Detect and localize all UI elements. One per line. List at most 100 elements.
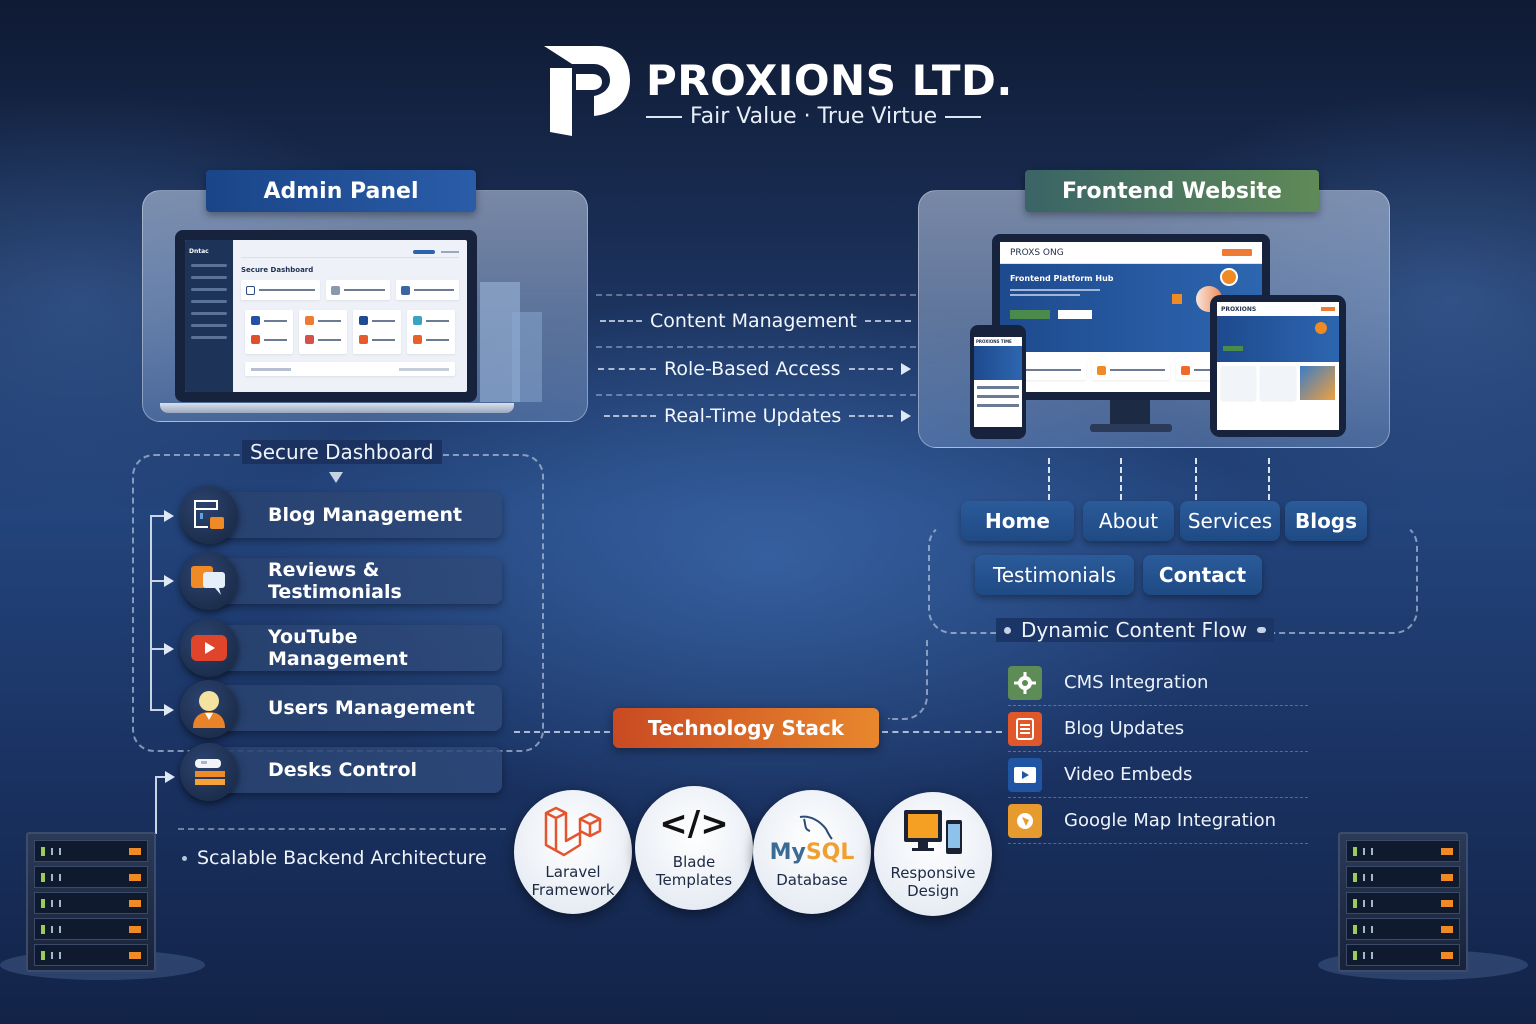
nav-services[interactable]: Services	[1180, 501, 1280, 541]
tablet-device: PROXIONS	[1210, 295, 1346, 437]
integration-label: Google Map Integration	[1064, 810, 1277, 831]
secure-dashboard-text: Secure Dashboard	[242, 440, 442, 464]
tagline: Fair Value · True Virtue	[646, 104, 982, 129]
connector-dash	[1195, 458, 1197, 500]
connector-dash	[882, 731, 1002, 733]
dynamic-content-flow-text: Dynamic Content Flow	[1021, 618, 1248, 642]
admin-mock-title: Secure Dashboard	[241, 266, 314, 274]
divider	[178, 828, 506, 830]
tagline-text: Fair Value · True Virtue	[690, 104, 938, 129]
connector-line	[150, 516, 152, 710]
tech-line1: Blade	[672, 853, 716, 871]
flow-label: Role-Based Access	[664, 358, 841, 380]
tech-blade: </> Blade Templates	[635, 786, 753, 910]
feature-reviews-testimonials[interactable]: Reviews & Testimonials	[190, 558, 502, 604]
integration-google-map: Google Map Integration	[1008, 798, 1308, 844]
admin-mock-main: Secure Dashboard	[233, 240, 467, 392]
integration-label: Video Embeds	[1064, 764, 1193, 785]
tablet-site-name: PROXIONS	[1221, 305, 1257, 313]
flow-divider	[596, 294, 916, 296]
feature-label: Desks Control	[268, 759, 418, 781]
tech-line2: Framework	[531, 881, 615, 899]
tagline-rule-left	[646, 115, 682, 118]
integration-label: Blog Updates	[1064, 718, 1185, 739]
connector-line	[155, 776, 157, 834]
connector-dash	[1120, 458, 1122, 500]
tech-mysql: MySQL Database	[753, 790, 871, 914]
phone-site-name: PROXIONS TIME	[976, 339, 1012, 344]
nav-testimonials[interactable]: Testimonials	[975, 555, 1134, 595]
chat-bubbles-icon	[180, 552, 238, 610]
admin-mock-logo: Dntac	[189, 248, 209, 255]
feature-youtube-management[interactable]: YouTube Management	[190, 625, 502, 671]
mysql-logo-sql: SQL	[805, 839, 855, 865]
mysql-dolphin-icon	[799, 815, 833, 840]
mysql-logo-my: My	[769, 839, 806, 865]
feature-label: Reviews & Testimonials	[268, 559, 402, 603]
nav-about[interactable]: About	[1083, 501, 1174, 541]
devices-icon	[904, 810, 962, 854]
arrow-right-icon	[164, 510, 174, 522]
admin-laptop-screen: Dntac Secure Dashboard	[175, 230, 477, 402]
feature-label: YouTube Management	[268, 626, 408, 670]
flow-divider	[596, 394, 916, 396]
connector-dash	[1048, 458, 1050, 500]
laravel-icon	[544, 806, 602, 857]
dynamic-content-flow-label: Dynamic Content Flow	[996, 618, 1275, 642]
flow-role-based-access: Role-Based Access	[598, 358, 911, 380]
youtube-play-icon	[180, 619, 238, 677]
blog-admin-icon	[180, 486, 238, 544]
brand-name: PROXIONS LTD.	[646, 56, 1013, 105]
tech-line1: Responsive	[890, 864, 976, 882]
bullet-icon	[182, 855, 187, 861]
phone-device: PROXIONS TIME	[970, 325, 1026, 439]
feature-label: Blog Management	[268, 504, 463, 526]
tech-line2: Design	[907, 882, 959, 900]
bullet-icon	[1257, 627, 1267, 633]
server-rack-icon-left	[26, 832, 156, 972]
flow-label: Content Management	[650, 310, 857, 332]
tech-line1: Laravel	[545, 863, 601, 881]
feature-label: Users Management	[268, 697, 475, 719]
technology-stack-title: Technology Stack	[613, 708, 879, 748]
tagline-rule-right	[945, 115, 982, 118]
code-brackets-icon: </>	[659, 804, 729, 844]
flow-real-time-updates: Real-Time Updates	[604, 405, 912, 427]
site-logo-text: PROXS ONG	[1010, 247, 1064, 258]
hero-title: Frontend Platform Hub	[1010, 274, 1114, 283]
admin-panel-title: Admin Panel	[206, 170, 476, 212]
desk-icon	[180, 743, 238, 801]
integration-blog-updates: Blog Updates	[1008, 706, 1308, 752]
bullet-icon	[1004, 626, 1011, 634]
nav-blogs[interactable]: Blogs	[1285, 501, 1367, 541]
feature-blog-management[interactable]: Blog Management	[190, 492, 502, 538]
nav-contact[interactable]: Contact	[1143, 555, 1262, 595]
nav-home[interactable]: Home	[961, 501, 1074, 541]
arrow-right-icon	[901, 410, 912, 422]
flow-content-management: Content Management	[600, 310, 911, 332]
p-logo-icon	[542, 44, 632, 136]
flow-label: Real-Time Updates	[664, 405, 842, 427]
integration-cms: CMS Integration	[1008, 660, 1308, 706]
integration-video-embeds: Video Embeds	[1008, 752, 1308, 798]
gear-icon	[1008, 665, 1042, 700]
decor-block	[512, 312, 542, 402]
connector-curve	[888, 640, 928, 720]
arrow-right-icon	[165, 771, 175, 783]
server-rack-icon-right	[1338, 832, 1468, 972]
arrow-right-icon	[164, 575, 174, 587]
monitor-base	[1090, 424, 1172, 432]
feature-desks-control[interactable]: Desks Control	[190, 747, 502, 793]
backend-architecture-label: Scalable Backend Architecture	[182, 847, 487, 869]
tech-line1: Database	[776, 871, 848, 890]
arrow-right-icon	[164, 704, 174, 716]
secure-dashboard-label: Secure Dashboard	[232, 440, 452, 464]
connector-dash	[514, 731, 610, 733]
feature-users-management[interactable]: Users Management	[190, 685, 502, 731]
integrations-list: CMS Integration Blog Updates Video Embed…	[1008, 660, 1308, 844]
admin-mock-sidebar: Dntac	[185, 240, 233, 392]
tech-line2: Templates	[655, 871, 733, 889]
document-icon	[1008, 711, 1042, 746]
frontend-website-title: Frontend Website	[1025, 170, 1319, 212]
arrow-right-icon	[164, 643, 174, 655]
